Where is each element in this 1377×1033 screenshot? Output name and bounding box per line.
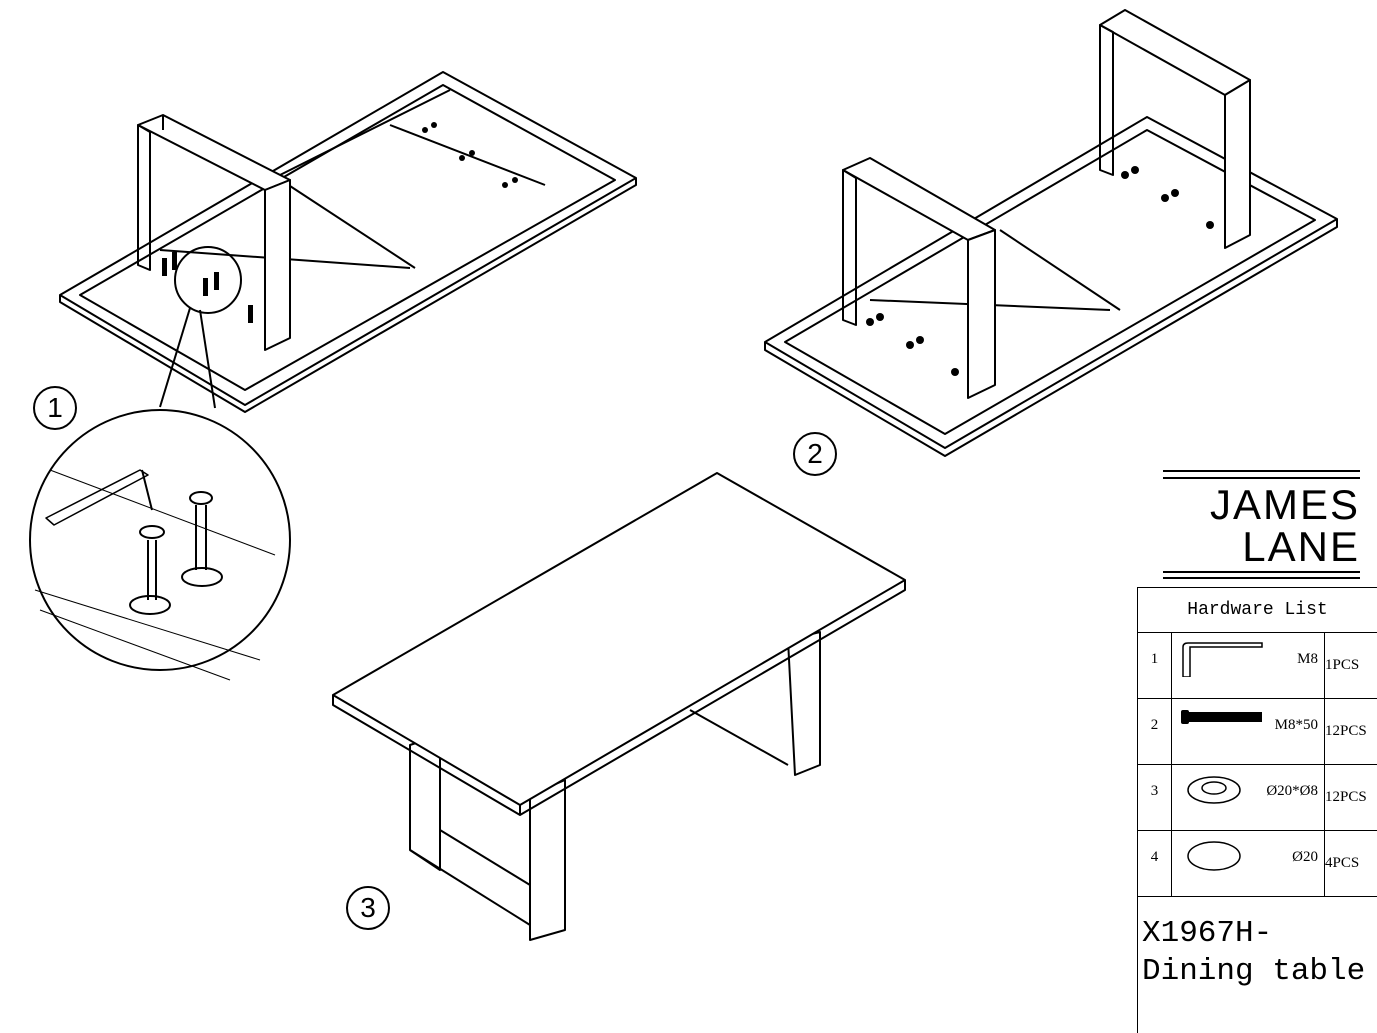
item-number: 3 [1138,765,1172,831]
item-number: 2 [1138,699,1172,765]
table-row: 2 M8*50 12PCS [1138,699,1377,765]
item-qty: 12PCS [1325,765,1377,831]
step2-drawing [765,10,1337,456]
logo-rule [1163,477,1360,479]
table-row: 1 M8 1PCS [1138,633,1377,699]
item-spec: M8 [1297,651,1318,668]
brand-logo: JAMES LANE [1163,470,1360,580]
table-row: 4 Ø20 4PCS [1138,831,1377,897]
bolt-icon [1180,707,1265,727]
item-number: 1 [1138,633,1172,699]
step3-drawing [333,473,905,940]
item-spec: Ø20 [1292,849,1318,866]
logo-rule [1163,577,1360,579]
logo-rule [1163,571,1360,573]
item-spec: M8*50 [1275,717,1318,734]
item-number: 4 [1138,831,1172,897]
product-title: X1967H-Dining table [1138,897,1377,1033]
foot-pad-icon [1184,839,1244,873]
logo-line-1: JAMES [1210,484,1360,526]
item-cell: M8*50 [1172,699,1325,765]
washer-icon [1184,773,1244,807]
item-cell: M8 [1172,633,1325,699]
step-number-2: 2 [793,432,837,476]
step-number-1: 1 [33,386,77,430]
item-cell: Ø20 [1172,831,1325,897]
allen-key-icon [1180,641,1265,677]
item-spec: Ø20*Ø8 [1266,783,1318,800]
item-qty: 1PCS [1325,633,1377,699]
item-qty: 4PCS [1325,831,1377,897]
item-cell: Ø20*Ø8 [1172,765,1325,831]
step-number-3: 3 [346,886,390,930]
hardware-list-title: Hardware List [1138,588,1377,633]
table-row: 3 Ø20*Ø8 12PCS [1138,765,1377,831]
item-qty: 12PCS [1325,699,1377,765]
logo-rule [1163,470,1360,472]
logo-line-2: LANE [1242,526,1360,568]
hardware-list-table: Hardware List 1 M8 1PCS 2 M8*50 12PCS 3 … [1137,587,1377,1033]
